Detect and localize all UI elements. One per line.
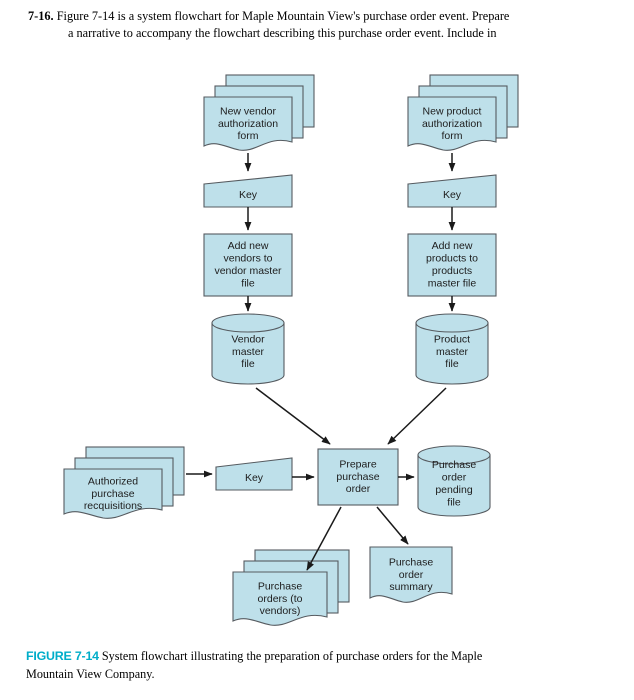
- manual-input-shape: [203, 174, 293, 208]
- node-label-po-pending-file: Purchase: [432, 459, 477, 471]
- node-label-vendor-master-file: master: [232, 346, 265, 358]
- caption-text-1: System flowchart illustrating the prepar…: [101, 649, 483, 663]
- node-label-add-new-vendors: Add new: [228, 240, 269, 252]
- process-shape: [203, 233, 293, 297]
- node-label-add-new-vendors: vendors to: [223, 253, 272, 265]
- node-label-product-master-file: master: [436, 346, 469, 358]
- process-shape: [407, 233, 497, 297]
- flow-node-key-requisition[interactable]: Key: [215, 457, 293, 491]
- cylinder-body: [211, 322, 285, 385]
- problem-line-1: 7-16. Figure 7-14 is a system flowchart …: [26, 8, 608, 25]
- cylinder-top: [211, 313, 285, 333]
- flow-edge-prepare__purchase-orders: [306, 506, 342, 571]
- document-shape: [232, 571, 328, 626]
- node-label-key-product: Key: [443, 189, 462, 201]
- node-label-vendor-master-file: file: [241, 358, 255, 370]
- process-shape: [317, 448, 399, 506]
- cylinder-body: [415, 322, 489, 385]
- node-label-new-product-form: New product: [423, 105, 482, 117]
- node-label-purchase-orders: Purchase: [258, 580, 303, 592]
- document-shape: [407, 96, 497, 151]
- node-label-purchase-orders: vendors): [260, 605, 301, 617]
- node-label-authorized-requisitions: Authorized: [88, 475, 138, 487]
- node-label-add-new-products: master file: [428, 277, 477, 289]
- cylinder-top: [417, 445, 491, 465]
- manual-input-shape: [215, 457, 293, 491]
- node-label-po-pending-file: pending: [435, 484, 473, 496]
- node-label-po-summary: summary: [389, 581, 433, 593]
- node-label-vendor-master-file: Vendor: [231, 333, 265, 345]
- node-label-add-new-vendors: file: [241, 277, 255, 289]
- node-label-key-requisition: Key: [245, 472, 264, 484]
- cylinder-top: [415, 313, 489, 333]
- node-label-new-vendor-form: form: [238, 130, 259, 142]
- node-label-po-summary: order: [399, 569, 424, 581]
- node-label-add-new-products: products to: [426, 253, 478, 265]
- node-label-add-new-vendors: vendor master: [214, 265, 282, 277]
- flow-node-key-product[interactable]: Key: [407, 174, 497, 208]
- caption-line-1: FIGURE 7-14 System flowchart illustratin…: [26, 648, 608, 666]
- node-label-new-vendor-form: New vendor: [220, 105, 277, 117]
- problem-line-2: a narrative to accompany the flowchart d…: [68, 26, 497, 40]
- document-shape: [369, 546, 453, 603]
- node-label-new-product-form: authorization: [422, 118, 482, 130]
- figure-caption: FIGURE 7-14 System flowchart illustratin…: [0, 648, 634, 683]
- problem-text-1: Figure 7-14 is a system flowchart for Ma…: [56, 9, 510, 23]
- manual-input-shape: [407, 174, 497, 208]
- document-shape: [63, 468, 163, 519]
- flow-edge-product-master-file__prepare: [387, 387, 447, 445]
- node-label-product-master-file: file: [445, 358, 459, 370]
- node-label-new-vendor-form: authorization: [218, 118, 278, 130]
- node-label-prepare-purchase-order: Prepare: [339, 458, 377, 470]
- flow-edge-prepare__po-summary: [376, 506, 409, 545]
- node-label-add-new-products: products: [432, 265, 472, 277]
- node-label-authorized-requisitions: purchase: [91, 488, 134, 500]
- node-label-po-summary: Purchase: [389, 556, 434, 568]
- problem-statement: 7-16. Figure 7-14 is a system flowchart …: [0, 0, 634, 42]
- node-label-authorized-requisitions: recquisitions: [84, 500, 142, 512]
- node-label-prepare-purchase-order: purchase: [336, 471, 379, 483]
- node-label-new-product-form: form: [442, 130, 463, 142]
- flow-node-key-vendor[interactable]: Key: [203, 174, 293, 208]
- node-label-add-new-products: Add new: [432, 240, 473, 252]
- caption-line-2: Mountain View Company.: [26, 666, 155, 681]
- node-label-purchase-orders: orders (to: [258, 593, 303, 605]
- node-label-product-master-file: Product: [434, 333, 470, 345]
- node-label-prepare-purchase-order: order: [346, 483, 371, 495]
- flow-edge-vendor-master-file__prepare: [255, 387, 331, 445]
- node-label-po-pending-file: file: [447, 496, 461, 508]
- node-label-key-vendor: Key: [239, 189, 258, 201]
- caption-figure-number: FIGURE 7-14: [26, 649, 99, 663]
- problem-number: 7-16.: [28, 9, 54, 23]
- cylinder-body: [417, 454, 491, 517]
- document-shape: [203, 96, 293, 151]
- node-label-po-pending-file: order: [442, 472, 467, 484]
